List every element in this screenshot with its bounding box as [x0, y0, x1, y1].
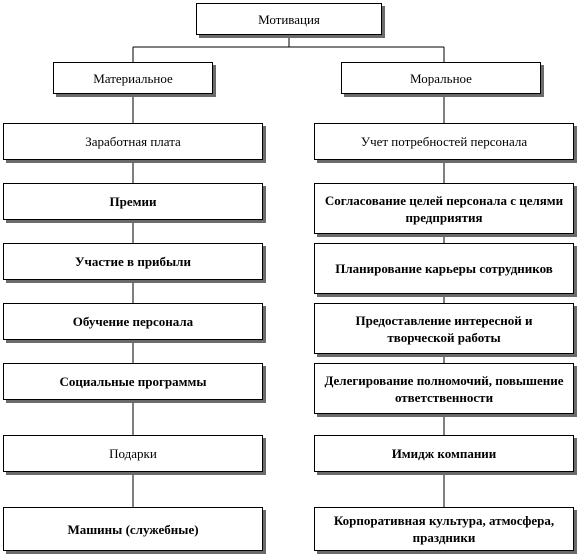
moral-item-label: Согласование целей персонала с целями пр… — [324, 192, 564, 225]
moral-label: Моральное — [410, 70, 472, 86]
moral-item-label: Предоставление интересной и творческой р… — [355, 312, 533, 345]
material-item-gifts: Подарки — [3, 435, 263, 472]
material-item-profit-sharing: Участие в прибыли — [3, 243, 263, 280]
material-branch-box: Материальное — [53, 62, 213, 94]
material-item-label: Участие в прибыли — [75, 254, 191, 269]
material-item-label: Социальные программы — [59, 374, 207, 389]
moral-item-career-planning: Планирование карьеры сотрудников — [314, 243, 574, 294]
moral-item-label: Корпоративная культура, атмосфера, празд… — [333, 513, 555, 545]
moral-branch-box: Моральное — [341, 62, 541, 94]
moral-item-company-image: Имидж компании — [314, 435, 574, 472]
moral-item-interesting-work: Предоставление интересной и творческой р… — [314, 303, 574, 354]
moral-item-delegation: Делегирование полномочий, повышение отве… — [314, 363, 574, 414]
material-item-label: Подарки — [109, 446, 157, 461]
moral-item-label: Учет потребностей персонала — [360, 134, 528, 149]
material-item-salary: Заработная плата — [3, 123, 263, 160]
moral-item-label: Делегирование полномочий, повышение отве… — [324, 372, 564, 405]
moral-item-corporate-culture: Корпоративная культура, атмосфера, празд… — [314, 507, 574, 551]
material-item-label: Машины (служебные) — [67, 521, 199, 537]
root-label: Мотивация — [258, 11, 320, 27]
material-item-social-programs: Социальные программы — [3, 363, 263, 400]
material-item-label: Премии — [109, 194, 157, 209]
material-item-label: Заработная плата — [85, 134, 181, 149]
moral-item-label: Имидж компании — [391, 446, 497, 461]
moral-item-needs: Учет потребностей персонала — [314, 123, 574, 160]
root-motivation-box: Мотивация — [196, 3, 382, 35]
material-label: Материальное — [93, 70, 173, 86]
moral-item-goal-alignment: Согласование целей персонала с целями пр… — [314, 183, 574, 234]
material-item-bonuses: Премии — [3, 183, 263, 220]
moral-item-label: Планирование карьеры сотрудников — [335, 261, 553, 276]
material-item-label: Обучение персонала — [72, 314, 194, 329]
material-item-company-cars: Машины (служебные) — [3, 507, 263, 551]
material-item-training: Обучение персонала — [3, 303, 263, 340]
